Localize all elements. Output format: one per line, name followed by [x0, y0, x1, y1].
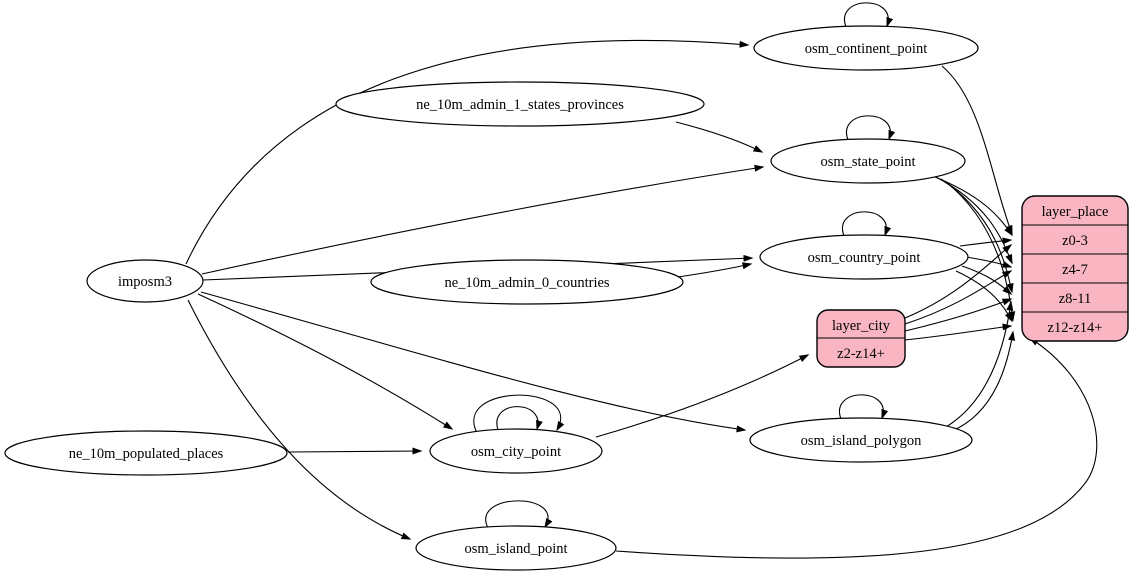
node-osm_island_polygon-shape	[749, 417, 973, 463]
node-ne_populated-shape	[4, 430, 288, 476]
edge-imposm3-osm_state_point	[201, 164, 765, 275]
selfloop-osm_city_point-outer	[473, 394, 565, 434]
edge-ne_countries-osm_country_point	[677, 262, 753, 278]
node-ne_countries: ne_10m_admin_0_countries	[370, 259, 684, 305]
node-osm_island_point: osm_island_point	[415, 525, 617, 571]
edge-ne_states-osm_state_point	[675, 121, 764, 153]
edge-imposm3-osm_continent_point	[185, 39, 750, 265]
selfloop-osm_continent_point	[843, 2, 894, 28]
edge-osm_continent_point-z0-3	[941, 65, 1013, 236]
node-osm_island_polygon-label: osm_island_polygon	[801, 433, 923, 449]
edge-imposm3-osm_city_point	[197, 293, 454, 430]
node-osm_island_polygon: osm_island_polygon	[749, 417, 973, 463]
node-osm_city_point-shape	[429, 428, 603, 474]
selfloop-osm_state_point	[845, 115, 896, 141]
selfloop-osm_island_polygon	[838, 394, 889, 420]
selfloop-osm_country_point	[841, 211, 892, 237]
edge-layer_city-z0-3	[904, 244, 1013, 319]
edge-layer_city-z4-7	[904, 270, 1013, 325]
edge-ne_populated-osm_city_point	[287, 447, 423, 455]
layer_place-row-z4-7: z4-7	[1062, 262, 1088, 278]
edge-osm_island_polygon-z8-11	[945, 300, 1014, 428]
node-ne_states: ne_10m_admin_1_states_provinces	[335, 81, 705, 127]
edge-osm_city_point-layer_city	[595, 354, 810, 438]
node-ne_states-shape	[335, 81, 705, 127]
node-osm_state_point-label: osm_state_point	[820, 154, 915, 170]
layer_city-title: layer_city	[832, 318, 891, 334]
edge-osm_island_point-z12-z14	[615, 337, 1098, 559]
node-ne_countries-shape	[370, 259, 684, 305]
nodes: osm_continent_point ne_10m_admin_1_state…	[4, 25, 1129, 571]
node-ne_states-label: ne_10m_admin_1_states_provinces	[416, 97, 624, 113]
node-osm_island_point-label: osm_island_point	[464, 541, 567, 557]
node-osm_country_point-shape	[759, 234, 969, 280]
node-osm_continent_point-shape	[753, 25, 979, 71]
node-osm_continent_point: osm_continent_point	[753, 25, 979, 71]
selfloop-osm_island_point	[485, 500, 553, 529]
edge-imposm3-osm_island_polygon	[200, 291, 747, 433]
node-osm_island_point-shape	[415, 525, 617, 571]
node-layer_place: layer_place z0-3 z4-7 z8-11 z12-z14+	[1021, 195, 1129, 342]
node-imposm3-shape	[86, 259, 204, 303]
layer_place-row-z8-11: z8-11	[1059, 291, 1091, 307]
node-osm_state_point-shape	[770, 138, 966, 184]
node-osm_state_point: osm_state_point	[770, 138, 966, 184]
node-osm_city_point: osm_city_point	[429, 428, 603, 474]
layer_city-row-z2-z14: z2-z14+	[837, 346, 885, 362]
node-osm_city_point-label: osm_city_point	[471, 444, 561, 460]
edge-osm_country_point-z4-7	[965, 256, 1013, 268]
edge-osm_island_polygon-z12-z14	[951, 330, 1016, 432]
node-osm_country_point-label: osm_country_point	[808, 250, 921, 266]
edge-imposm3-osm_island_point	[187, 299, 412, 540]
node-ne_populated-label: ne_10m_populated_places	[69, 446, 224, 462]
edge-osm_country_point-z0-3	[959, 237, 1013, 247]
node-imposm3-label: imposm3	[118, 274, 172, 290]
node-ne_countries-label: ne_10m_admin_0_countries	[444, 275, 609, 291]
layer_place-row-z12-z14: z12-z14+	[1048, 320, 1103, 336]
node-imposm3: imposm3	[86, 259, 204, 303]
selfloop-osm_city_point-inner	[496, 406, 543, 431]
edges	[185, 2, 1098, 559]
edge-layer_city-z12-z14	[904, 323, 1013, 341]
node-osm_country_point: osm_country_point	[759, 234, 969, 280]
layer_place-title: layer_place	[1042, 204, 1109, 220]
layer_place-row-z0-3: z0-3	[1062, 233, 1088, 249]
node-ne_populated: ne_10m_populated_places	[4, 430, 288, 476]
node-osm_continent_point-label: osm_continent_point	[805, 41, 927, 57]
node-layer_city: layer_city z2-z14+	[816, 309, 906, 368]
node-layer_place-shape	[1021, 195, 1129, 342]
edge-osm_country_point-z12-z14	[955, 270, 1013, 323]
edge-layer_city-z8-11	[904, 298, 1013, 332]
